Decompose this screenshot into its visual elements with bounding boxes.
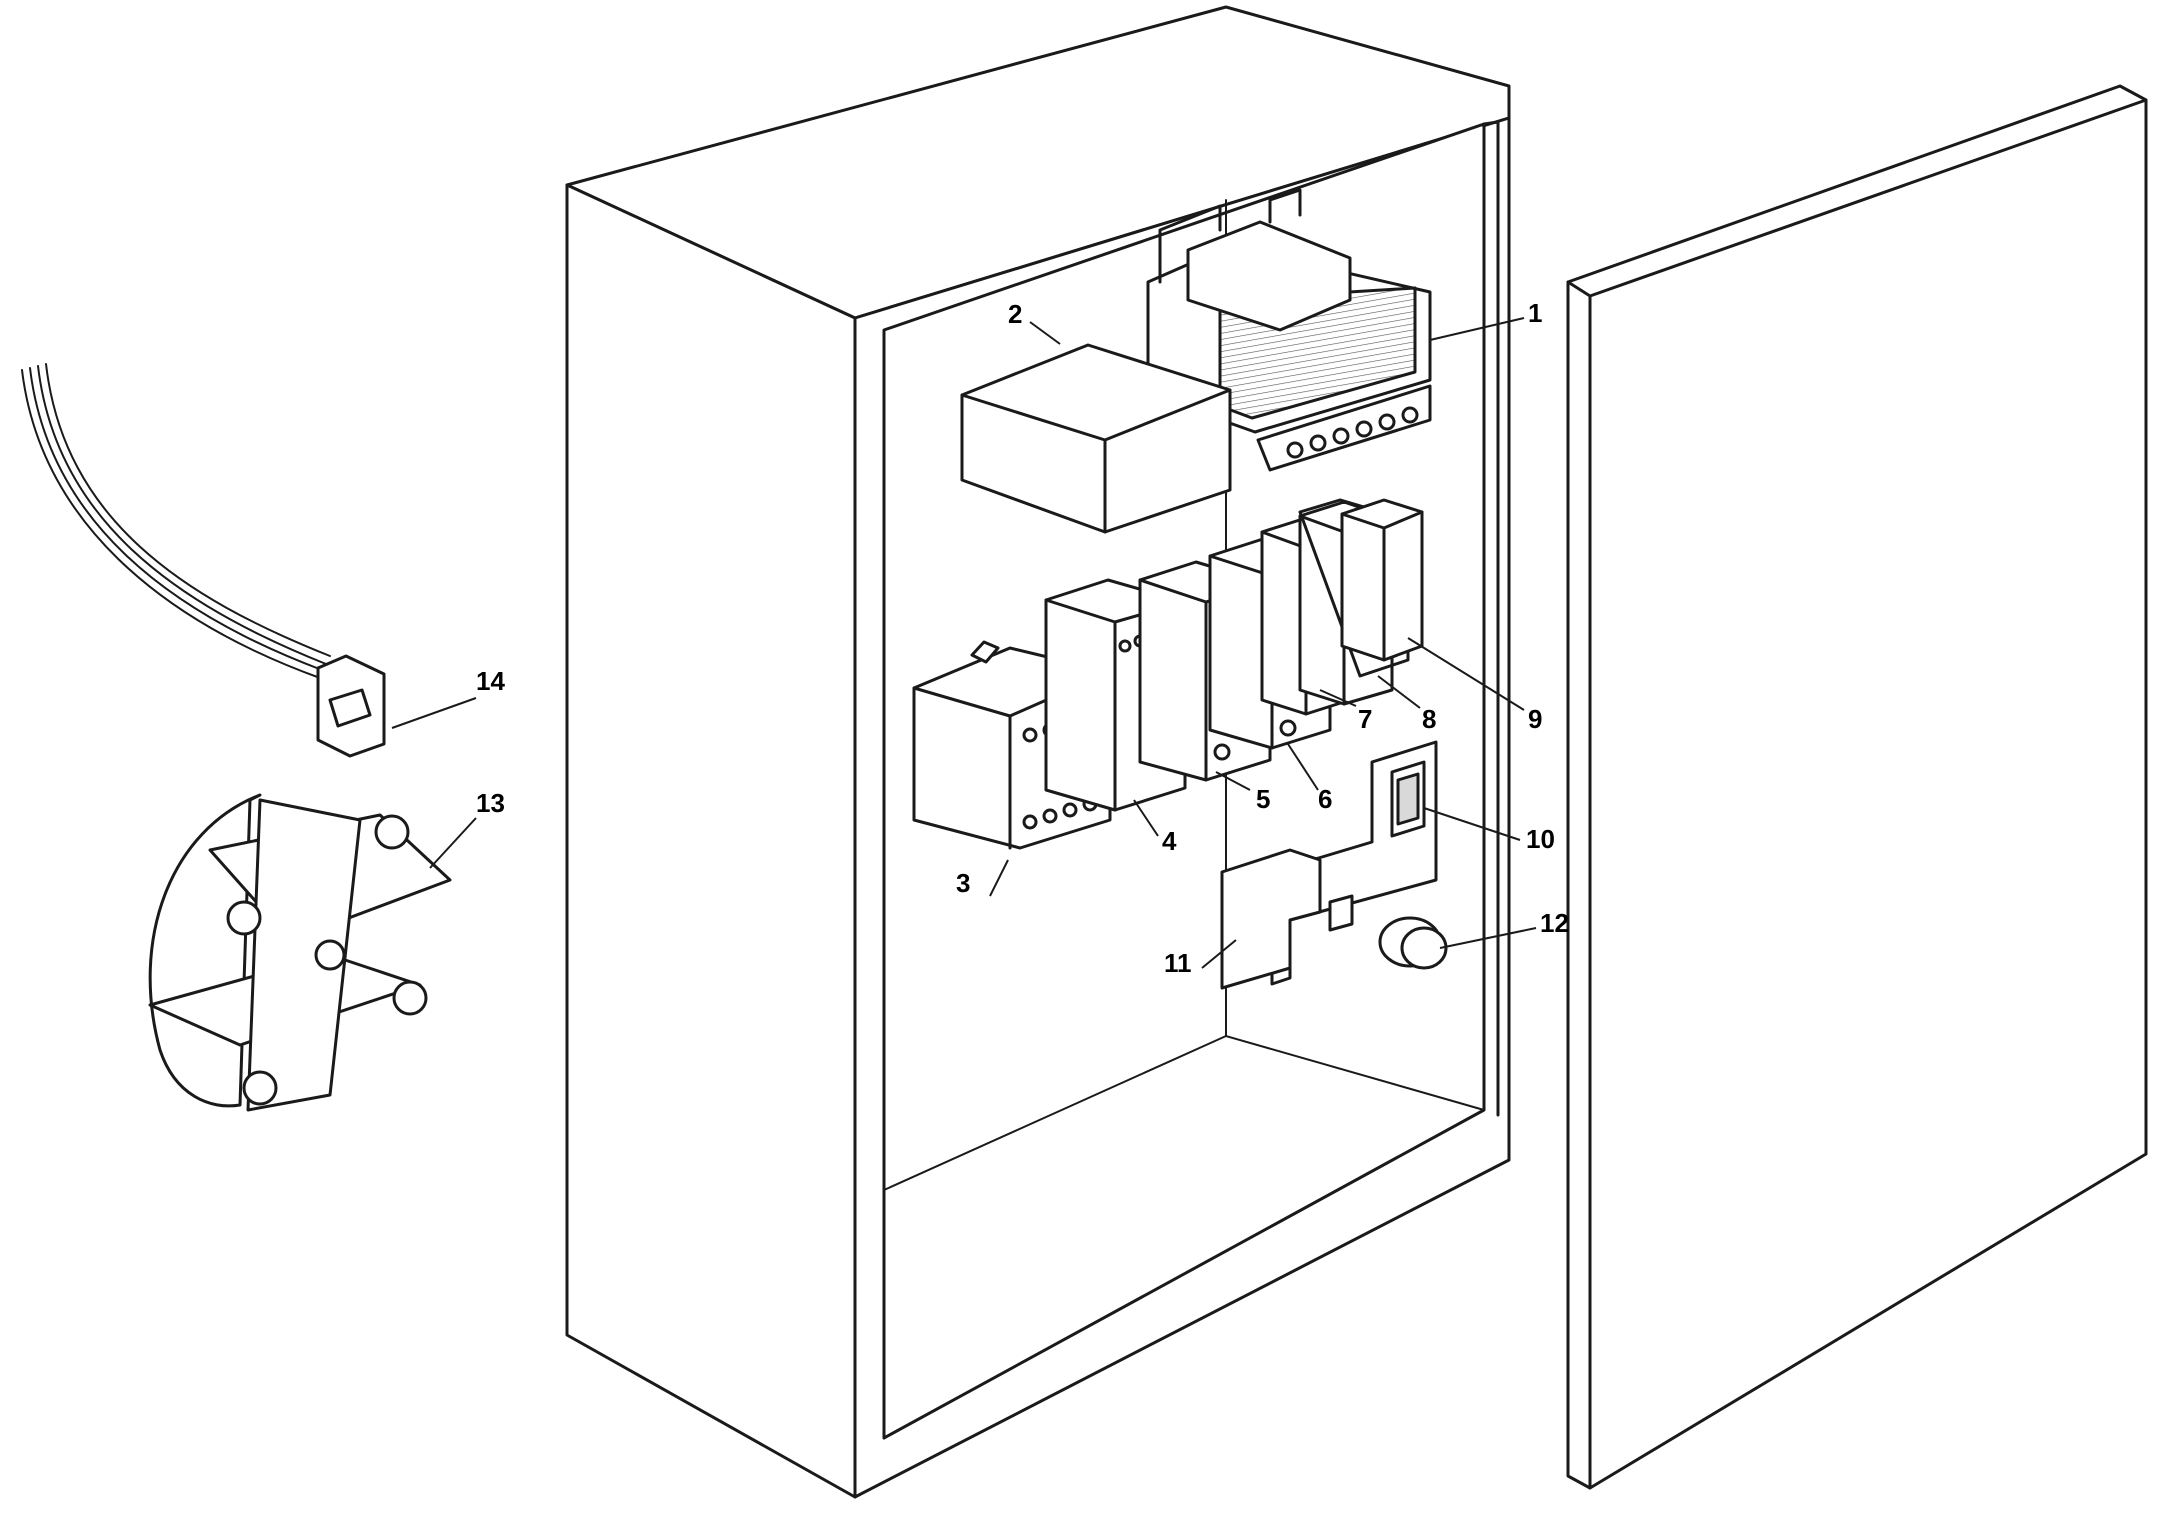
- callout-5: 5: [1256, 784, 1270, 814]
- transformer: [1146, 188, 1432, 472]
- callout-8: 8: [1422, 704, 1436, 734]
- callout-12: 12: [1540, 908, 1569, 938]
- callout-4: 4: [1162, 826, 1177, 856]
- leader-lines: [391, 317, 1537, 969]
- callout-14: 14: [476, 666, 505, 696]
- potentiometer: [1220, 848, 1354, 990]
- callout-3: 3: [956, 868, 970, 898]
- callout-6: 6: [1318, 784, 1332, 814]
- sensor-block: [316, 654, 386, 758]
- callout-1: 1: [1528, 298, 1542, 328]
- callout-2: 2: [1008, 299, 1022, 329]
- callout-7: 7: [1358, 704, 1372, 734]
- callout-10: 10: [1526, 824, 1555, 854]
- callout-labels: 1 2 3 4 5 6 7 8 9 10 11 12 13 14: [476, 298, 1569, 978]
- callout-9: 9: [1528, 704, 1542, 734]
- impeller-fan: [148, 793, 452, 1112]
- callout-11: 11: [1164, 948, 1192, 978]
- door-panel: [1566, 84, 2148, 1490]
- rocker-switch: [1390, 760, 1426, 838]
- capacitor-box: [960, 343, 1232, 534]
- sensor-cable: [21, 363, 331, 679]
- callout-13: 13: [476, 788, 505, 818]
- relay-9: [1298, 498, 1424, 678]
- knob: [1378, 916, 1448, 970]
